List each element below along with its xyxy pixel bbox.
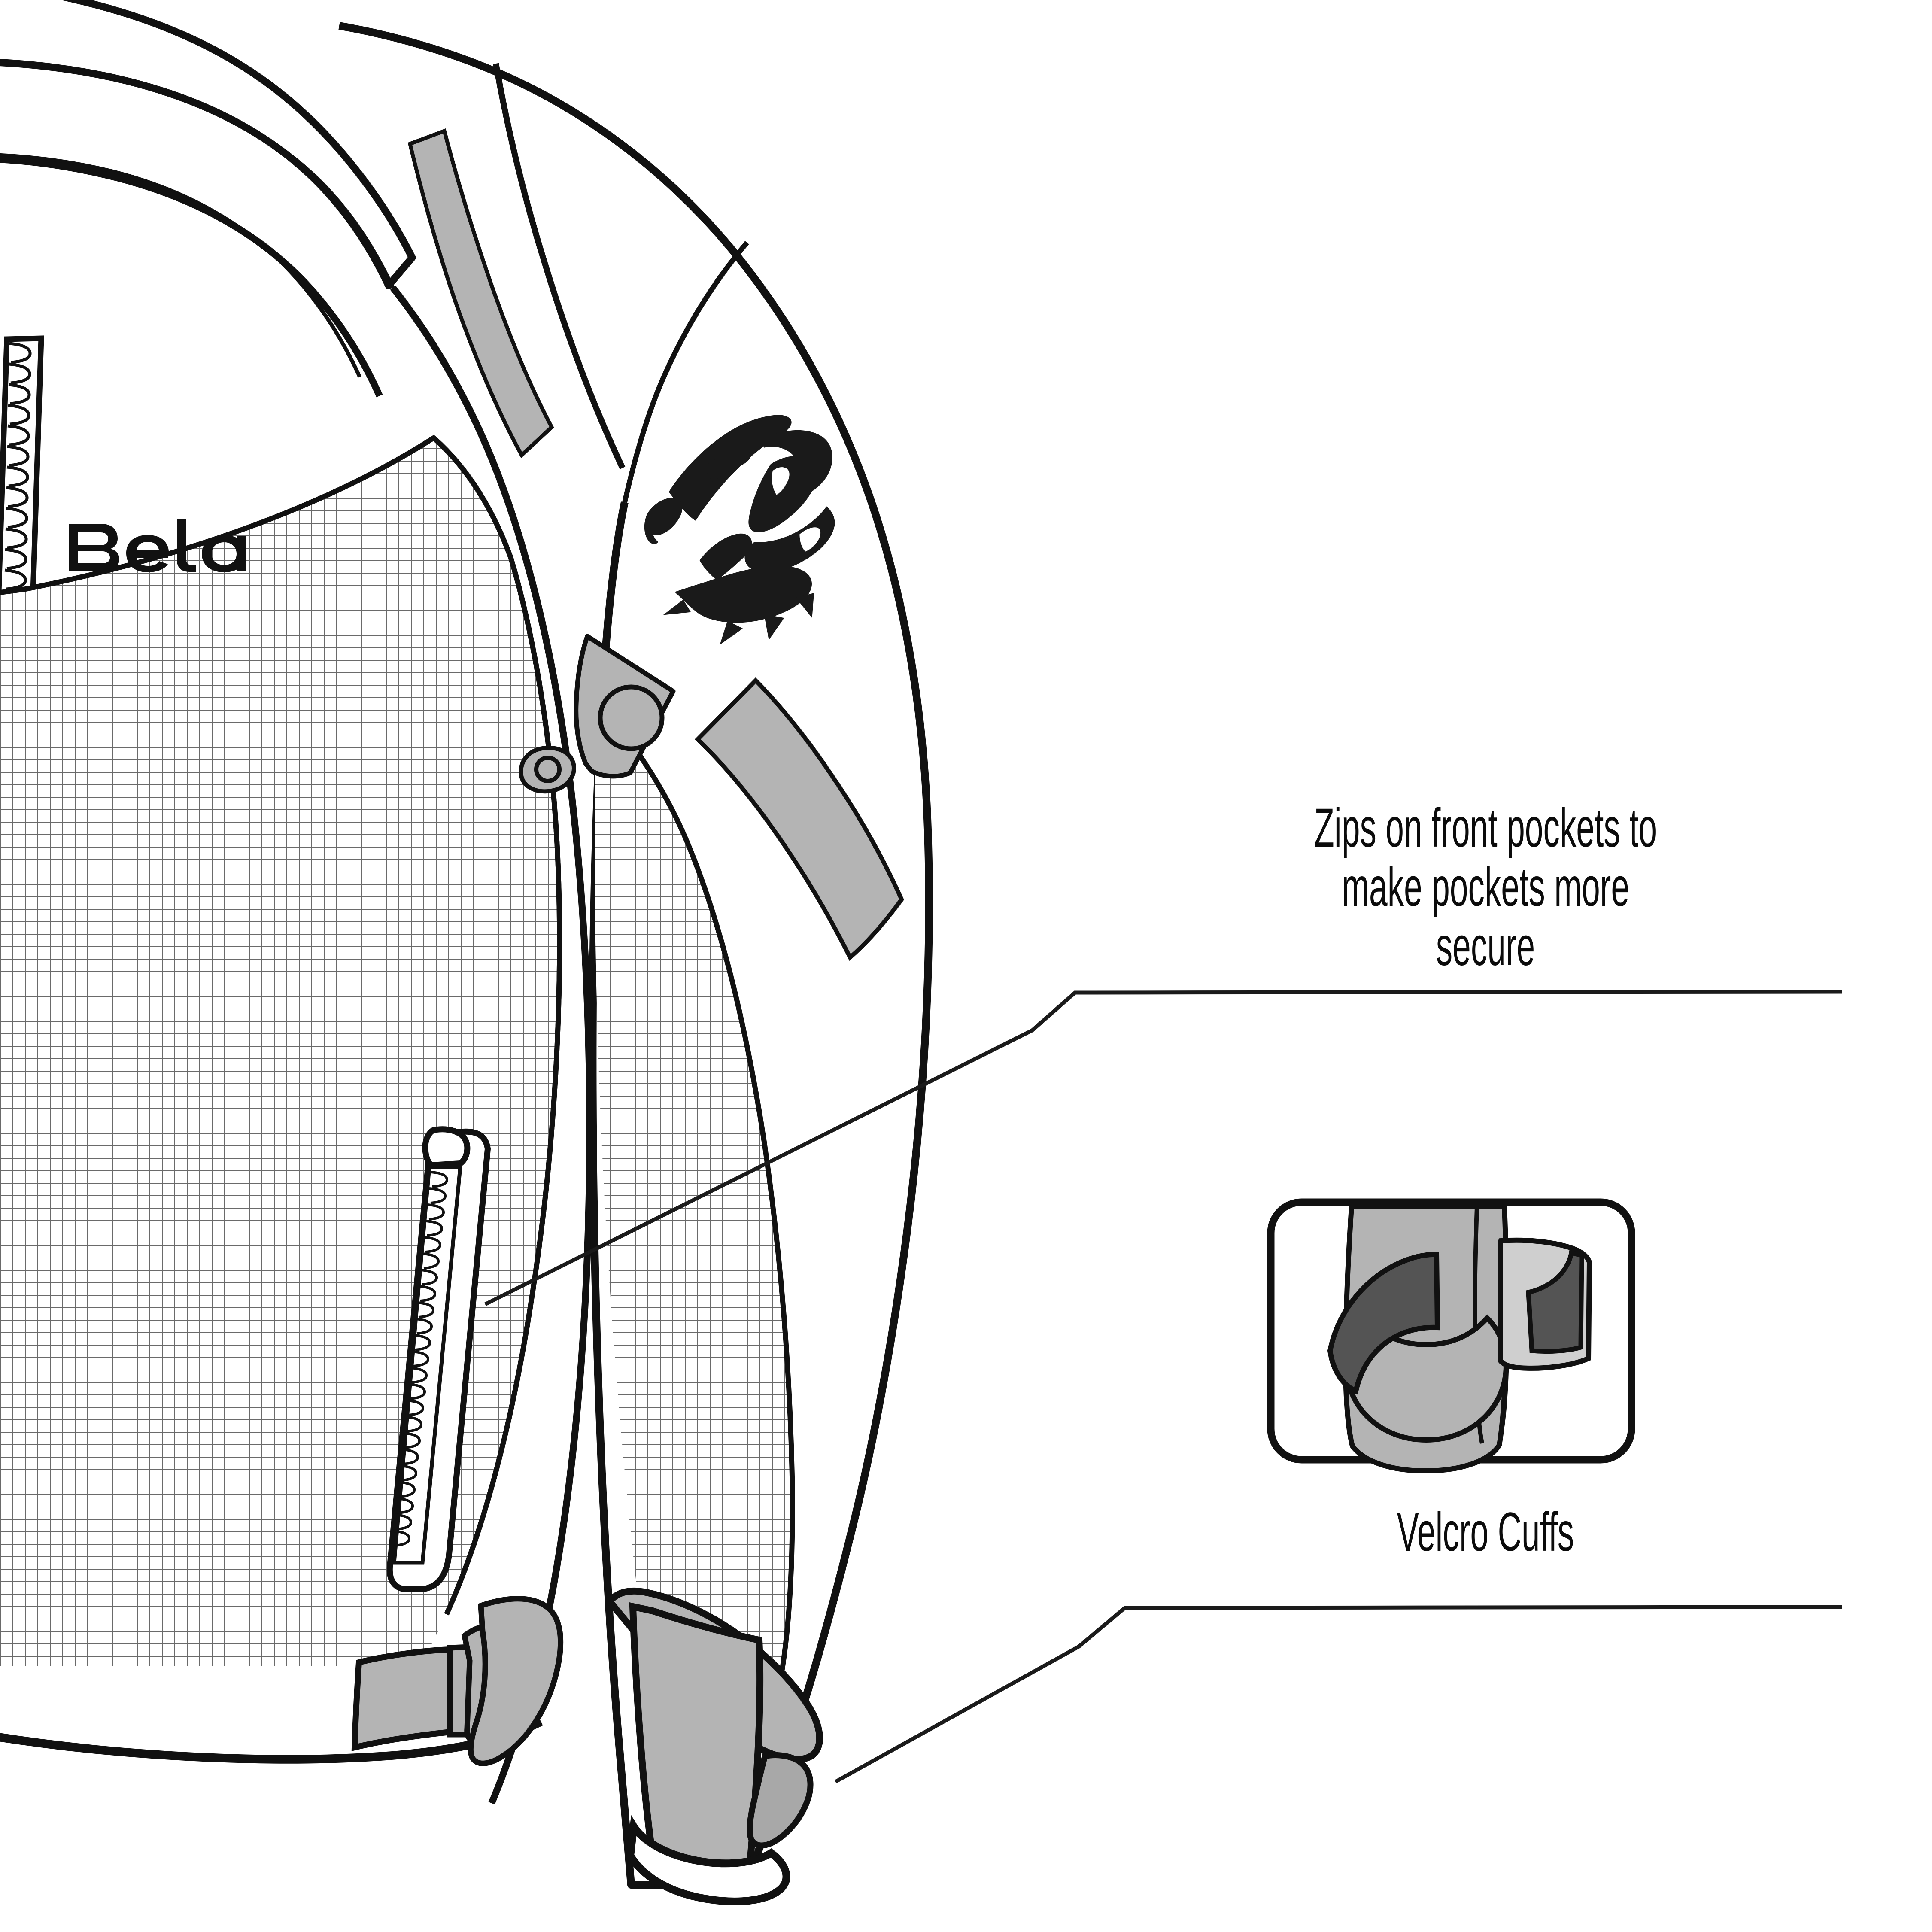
snap-button (519, 745, 576, 794)
inset-velcro-patch-icon (1327, 1252, 1440, 1395)
callout-zips-front-pockets-text: Zips on front pockets to make pockets mo… (1314, 797, 1657, 978)
shoulder-reflective-stripe (407, 128, 554, 459)
brand-wordmark (69, 519, 246, 572)
collar (0, 0, 416, 398)
arm-reflective-band (694, 677, 904, 961)
velcro-cuff-detail-inset (1267, 1198, 1635, 1474)
velcro-tab-icon (747, 1752, 814, 1849)
pocket-zipper-teeth (393, 1171, 448, 1547)
front-pocket-zipper (386, 1126, 491, 1592)
leader-line-velcro (834, 1605, 1842, 1783)
epaulette-snap-icon (598, 684, 665, 751)
leader-line-zips (484, 990, 1842, 1306)
waist-adjustment-strap (351, 1596, 564, 1766)
shoulder-epaulette (574, 634, 676, 779)
callout-velcro-cuffs-text: Velcro Cuffs (1397, 1501, 1574, 1563)
mesh-ventilation-panel-torso (0, 434, 562, 1666)
sleeve-cuff (605, 1587, 823, 1905)
callout-leaders (484, 990, 1842, 1783)
bear-head-logo (644, 415, 835, 645)
jacket-body (0, 0, 933, 1905)
zipper-pull-icon (422, 1126, 471, 1169)
